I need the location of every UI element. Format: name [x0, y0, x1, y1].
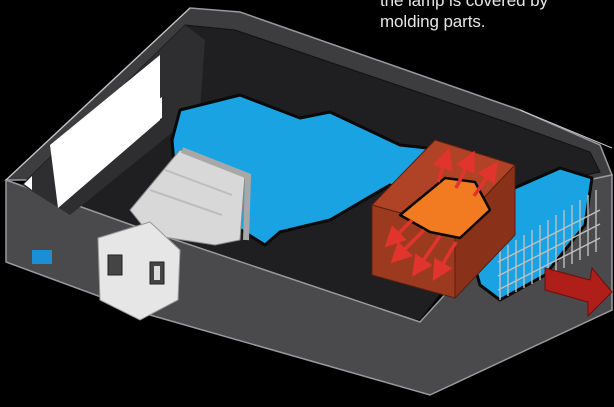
- caption-line-2: molding parts.: [380, 11, 610, 32]
- panel-socket-left: [108, 255, 122, 275]
- panel-socket-right-inner: [154, 266, 160, 280]
- power-indicator: [32, 250, 52, 264]
- caption-text: the lamp is covered by molding parts.: [380, 0, 610, 32]
- caption-line-1: the lamp is covered by: [380, 0, 610, 11]
